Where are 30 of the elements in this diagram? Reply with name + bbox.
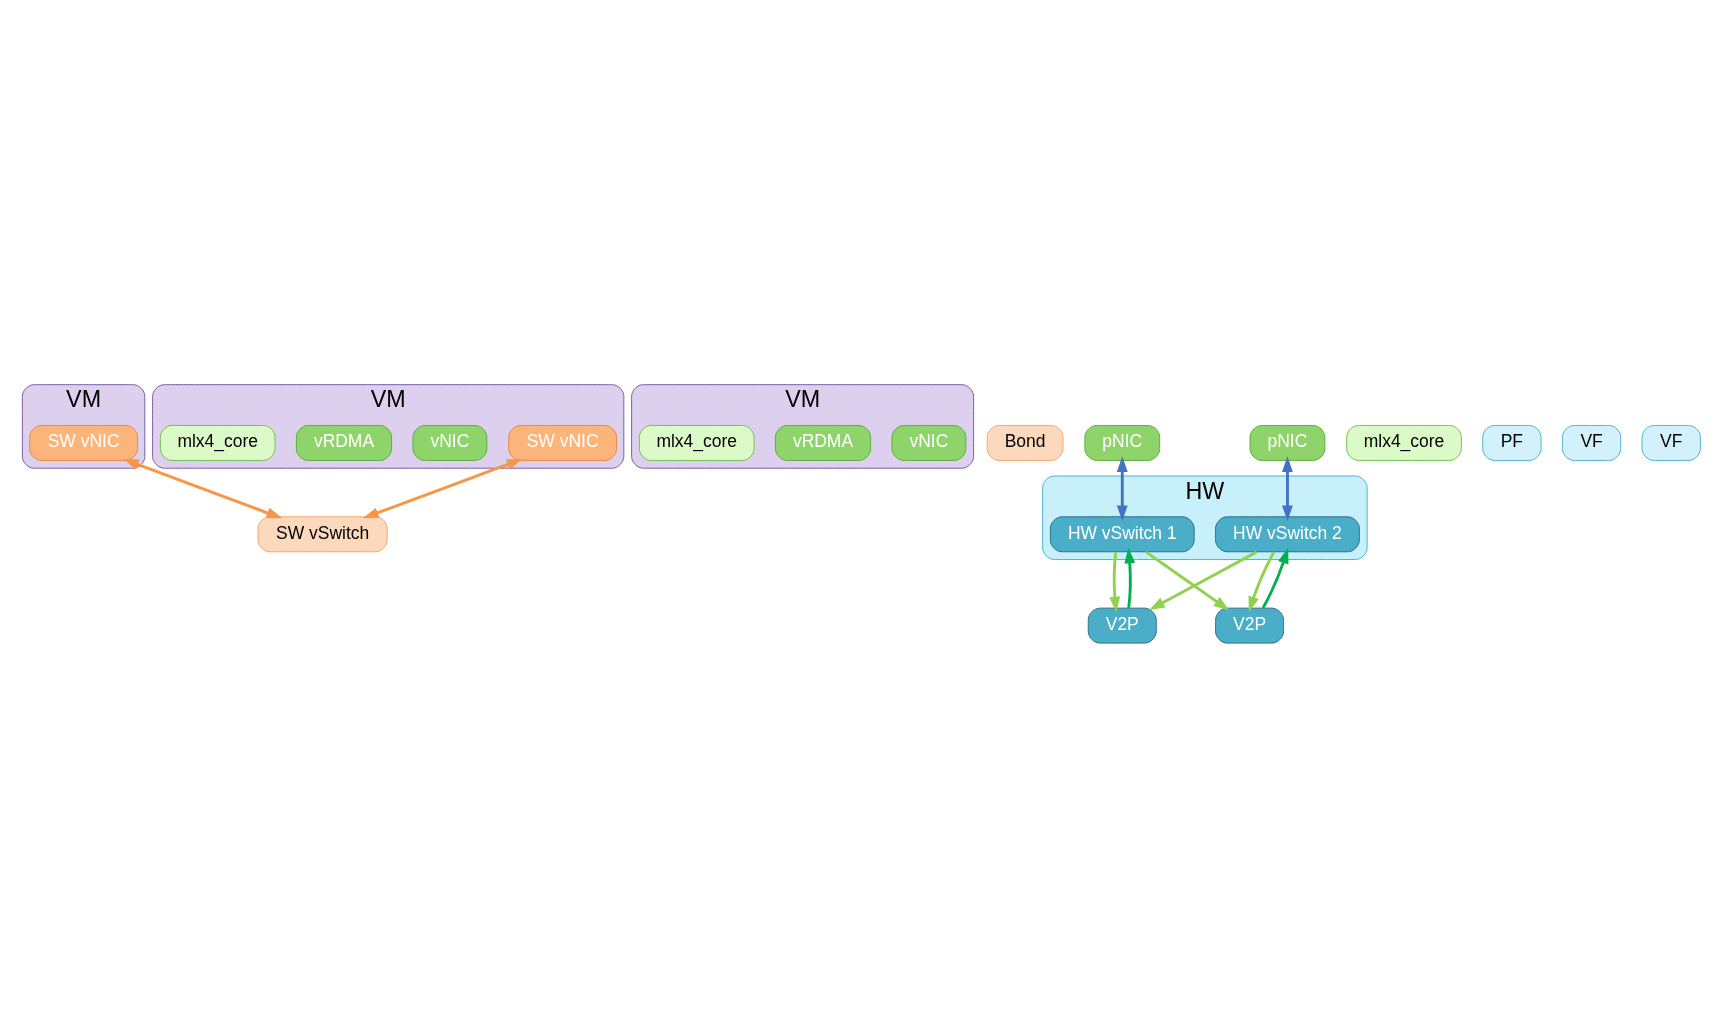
- arrow: [1261, 547, 1289, 609]
- node-box: SW vNIC: [508, 424, 618, 461]
- node-box: V2P: [1215, 607, 1285, 644]
- node-box: pNIC: [1249, 424, 1326, 461]
- arrow: [1109, 551, 1121, 612]
- node-box: HW vSwitch 1: [1049, 515, 1195, 552]
- node-box: VF: [1641, 424, 1701, 461]
- node-box: pNIC: [1084, 424, 1161, 461]
- node-box: Bond: [986, 424, 1064, 461]
- node-box: mlx4_core: [159, 424, 276, 461]
- arrow: [1282, 455, 1293, 521]
- node-box: HW vSwitch 2: [1215, 515, 1360, 552]
- node-box: vRDMA: [774, 424, 872, 461]
- node-box: vRDMA: [295, 424, 393, 461]
- arrow: [1124, 547, 1136, 608]
- node-box: mlx4_core: [1346, 424, 1462, 461]
- node-box: vNIC: [412, 424, 488, 461]
- node-box: mlx4_core: [638, 424, 755, 461]
- node-box: PF: [1482, 424, 1542, 461]
- node-box: V2P: [1087, 607, 1157, 644]
- node-box: vNIC: [891, 424, 967, 461]
- node-box: SW vSwitch: [257, 515, 388, 552]
- arrow: [1248, 550, 1276, 612]
- arrow: [123, 458, 283, 518]
- arrow: [1145, 550, 1230, 610]
- node-box: SW vNIC: [29, 424, 138, 461]
- node-box: VF: [1561, 424, 1622, 461]
- arrow: [1116, 455, 1128, 521]
- arrow: [363, 458, 523, 518]
- arrow: [1149, 550, 1258, 610]
